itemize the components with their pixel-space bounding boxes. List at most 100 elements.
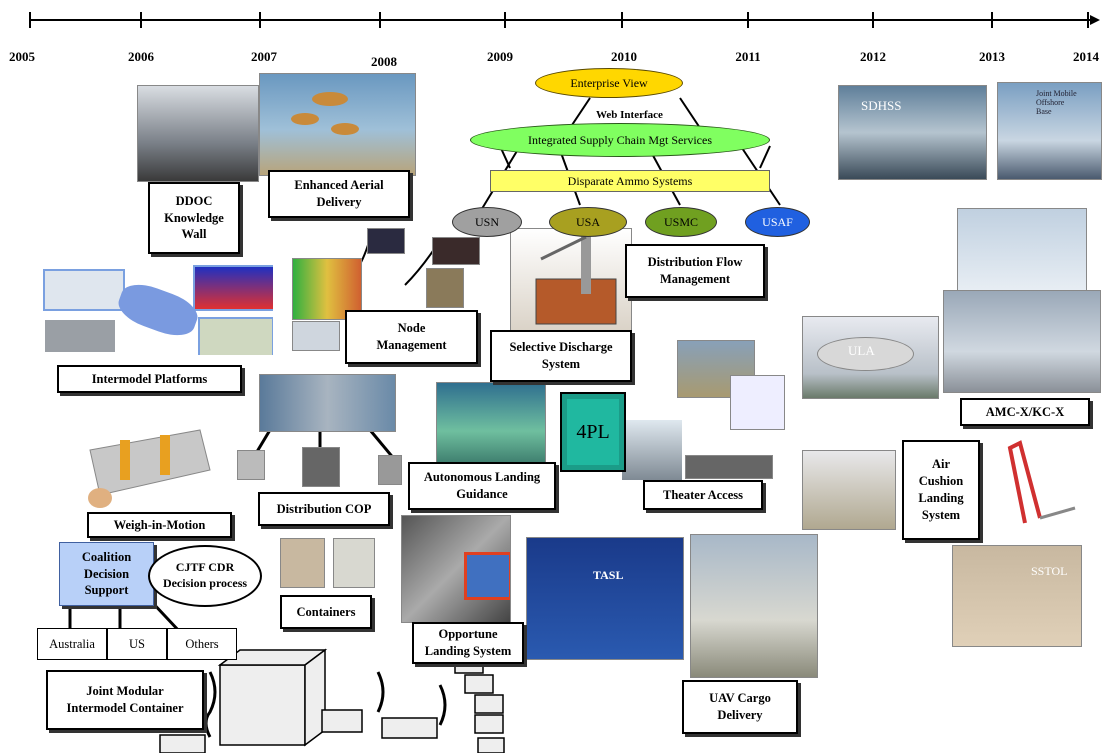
amc-photo bbox=[943, 290, 1101, 393]
aerial-label-box: Enhanced Aerial Delivery bbox=[268, 170, 410, 218]
box-text: Theater Access bbox=[663, 487, 743, 502]
autonomous-landing-box: Autonomous Landing Guidance bbox=[408, 462, 556, 510]
box-text: Air Cushion Landing System bbox=[918, 457, 964, 522]
year-label: 2010 bbox=[611, 49, 637, 64]
box-text: Weigh-in-Motion bbox=[113, 517, 206, 532]
jmic-box: Joint Modular Intermodel Container bbox=[46, 670, 204, 730]
air-cushion-box: Air Cushion Landing System bbox=[902, 440, 980, 540]
cjtf-ellipse: CJTF CDR Decision process bbox=[148, 545, 262, 607]
aerial-photo bbox=[259, 73, 416, 176]
service-usmc: USMC bbox=[645, 207, 717, 237]
amc-photo-top bbox=[957, 208, 1087, 293]
box-text: Selective Discharge System bbox=[509, 340, 613, 371]
jmob-photo: Joint Mobile Offshore Base bbox=[997, 82, 1102, 180]
others-box: Others bbox=[167, 628, 237, 660]
uav-cargo-box: UAV Cargo Delivery bbox=[682, 680, 798, 734]
node-soldier-photo bbox=[426, 268, 464, 308]
pda-icon bbox=[378, 455, 402, 485]
box-text: Autonomous Landing Guidance bbox=[423, 470, 541, 501]
box-text: Distribution Flow Management bbox=[647, 255, 743, 286]
weigh-diagram bbox=[80, 410, 215, 510]
train-icon bbox=[685, 455, 773, 479]
containers-photo-2 bbox=[333, 538, 375, 588]
node-thumb-1 bbox=[367, 228, 405, 254]
year-label: 2006 bbox=[128, 49, 154, 64]
enterprise-view-ellipse: Enterprise View bbox=[535, 68, 683, 98]
year-label: 2007 bbox=[251, 49, 277, 64]
year-label: 2012 bbox=[860, 49, 886, 64]
box-text: US bbox=[129, 636, 145, 651]
service-label: USAF bbox=[762, 214, 793, 229]
box-text: Opportune Landing System bbox=[424, 627, 512, 658]
service-usa: USA bbox=[549, 207, 627, 237]
year-label: 2014 bbox=[1073, 49, 1099, 64]
pc-icon-1 bbox=[237, 450, 265, 480]
service-label: USN bbox=[474, 214, 499, 229]
amc-box: AMC-X/KC-X bbox=[960, 398, 1090, 426]
node-thumb-3 bbox=[292, 321, 340, 351]
crane-photo bbox=[510, 228, 632, 338]
cjtf-label: CJTF CDR Decision process bbox=[162, 560, 248, 590]
timeline-ticks bbox=[29, 12, 1089, 28]
sdhss-label: SDHSS bbox=[861, 98, 902, 113]
box-text: UAV Cargo Delivery bbox=[709, 691, 771, 722]
distribution-cop-box: Distribution COP bbox=[258, 492, 390, 526]
year-label: 2008 bbox=[371, 54, 397, 69]
opportune-photo bbox=[401, 515, 511, 623]
box-text: Node Management bbox=[376, 321, 447, 352]
box-text: AMC-X/KC-X bbox=[985, 404, 1065, 419]
landing-guidance-photo bbox=[436, 382, 546, 464]
uav-photo bbox=[690, 534, 818, 678]
iscm-ellipse: Integrated Supply Chain Mgt Services bbox=[470, 123, 770, 157]
year-label: 2005 bbox=[9, 49, 35, 64]
node-thumb-2 bbox=[432, 237, 480, 265]
disparate-label: Disparate Ammo Systems bbox=[567, 173, 693, 188]
osprey-photo bbox=[802, 450, 896, 530]
jmob-label: Joint Mobile Offshore Base bbox=[1036, 89, 1077, 116]
box-text: DDOC Knowledge Wall bbox=[164, 193, 224, 242]
intermodel-platforms-collage bbox=[43, 265, 273, 355]
theater-photo-2 bbox=[730, 375, 785, 430]
year-label: 2013 bbox=[979, 49, 1005, 64]
containers-box: Containers bbox=[280, 595, 372, 629]
node-map-photo bbox=[292, 258, 362, 320]
tasl-photo: TASL bbox=[526, 537, 684, 660]
us-box: US bbox=[107, 628, 167, 660]
ddoc-photo bbox=[137, 85, 259, 182]
year-label: 2009 bbox=[487, 49, 513, 64]
intermodel-platforms-box: Intermodel Platforms bbox=[57, 365, 242, 393]
service-label: USA bbox=[575, 214, 600, 229]
ddoc-label-box: DDOC Knowledge Wall bbox=[148, 182, 240, 254]
sdhss-photo: SDHSS bbox=[838, 85, 987, 180]
selective-discharge-box: Selective Discharge System bbox=[490, 330, 632, 382]
air-cushion-diagram bbox=[985, 438, 1089, 528]
theater-access-box: Theater Access bbox=[643, 480, 763, 510]
box-text: Australia bbox=[49, 636, 95, 651]
australia-box: Australia bbox=[37, 628, 107, 660]
box-text: Containers bbox=[296, 604, 356, 619]
service-label: USMC bbox=[663, 214, 698, 229]
service-usaf: USAF bbox=[745, 207, 810, 237]
distribution-flow-box: Distribution Flow Management bbox=[625, 244, 765, 298]
box-text: Intermodel Platforms bbox=[91, 371, 208, 386]
container-shapes bbox=[159, 648, 505, 753]
box-text: Others bbox=[185, 636, 219, 651]
containers-photo-1 bbox=[280, 538, 325, 588]
web-interface-label: Web Interface bbox=[596, 109, 663, 121]
weigh-in-motion-box: Weigh-in-Motion bbox=[87, 512, 232, 538]
ship-photo bbox=[622, 420, 682, 480]
coalition-box: Coalition Decision Support bbox=[59, 542, 154, 606]
cop-screen-photo bbox=[259, 374, 396, 432]
sstol-photo: SSTOL bbox=[952, 545, 1082, 647]
ula-photo: ULA bbox=[802, 316, 939, 399]
iscm-label: Integrated Supply Chain Mgt Services bbox=[528, 132, 712, 147]
disparate-ammo-bar: Disparate Ammo Systems bbox=[490, 170, 770, 192]
node-management-box: Node Management bbox=[345, 310, 478, 364]
box-text: Joint Modular Intermodel Container bbox=[66, 684, 184, 715]
pc-icon-2 bbox=[302, 447, 340, 487]
enterprise-view-label: Enterprise View bbox=[570, 75, 648, 90]
sstol-label: SSTOL bbox=[1031, 564, 1068, 578]
service-usn: USN bbox=[452, 207, 522, 237]
fourpl-box: 4PL bbox=[560, 392, 626, 472]
